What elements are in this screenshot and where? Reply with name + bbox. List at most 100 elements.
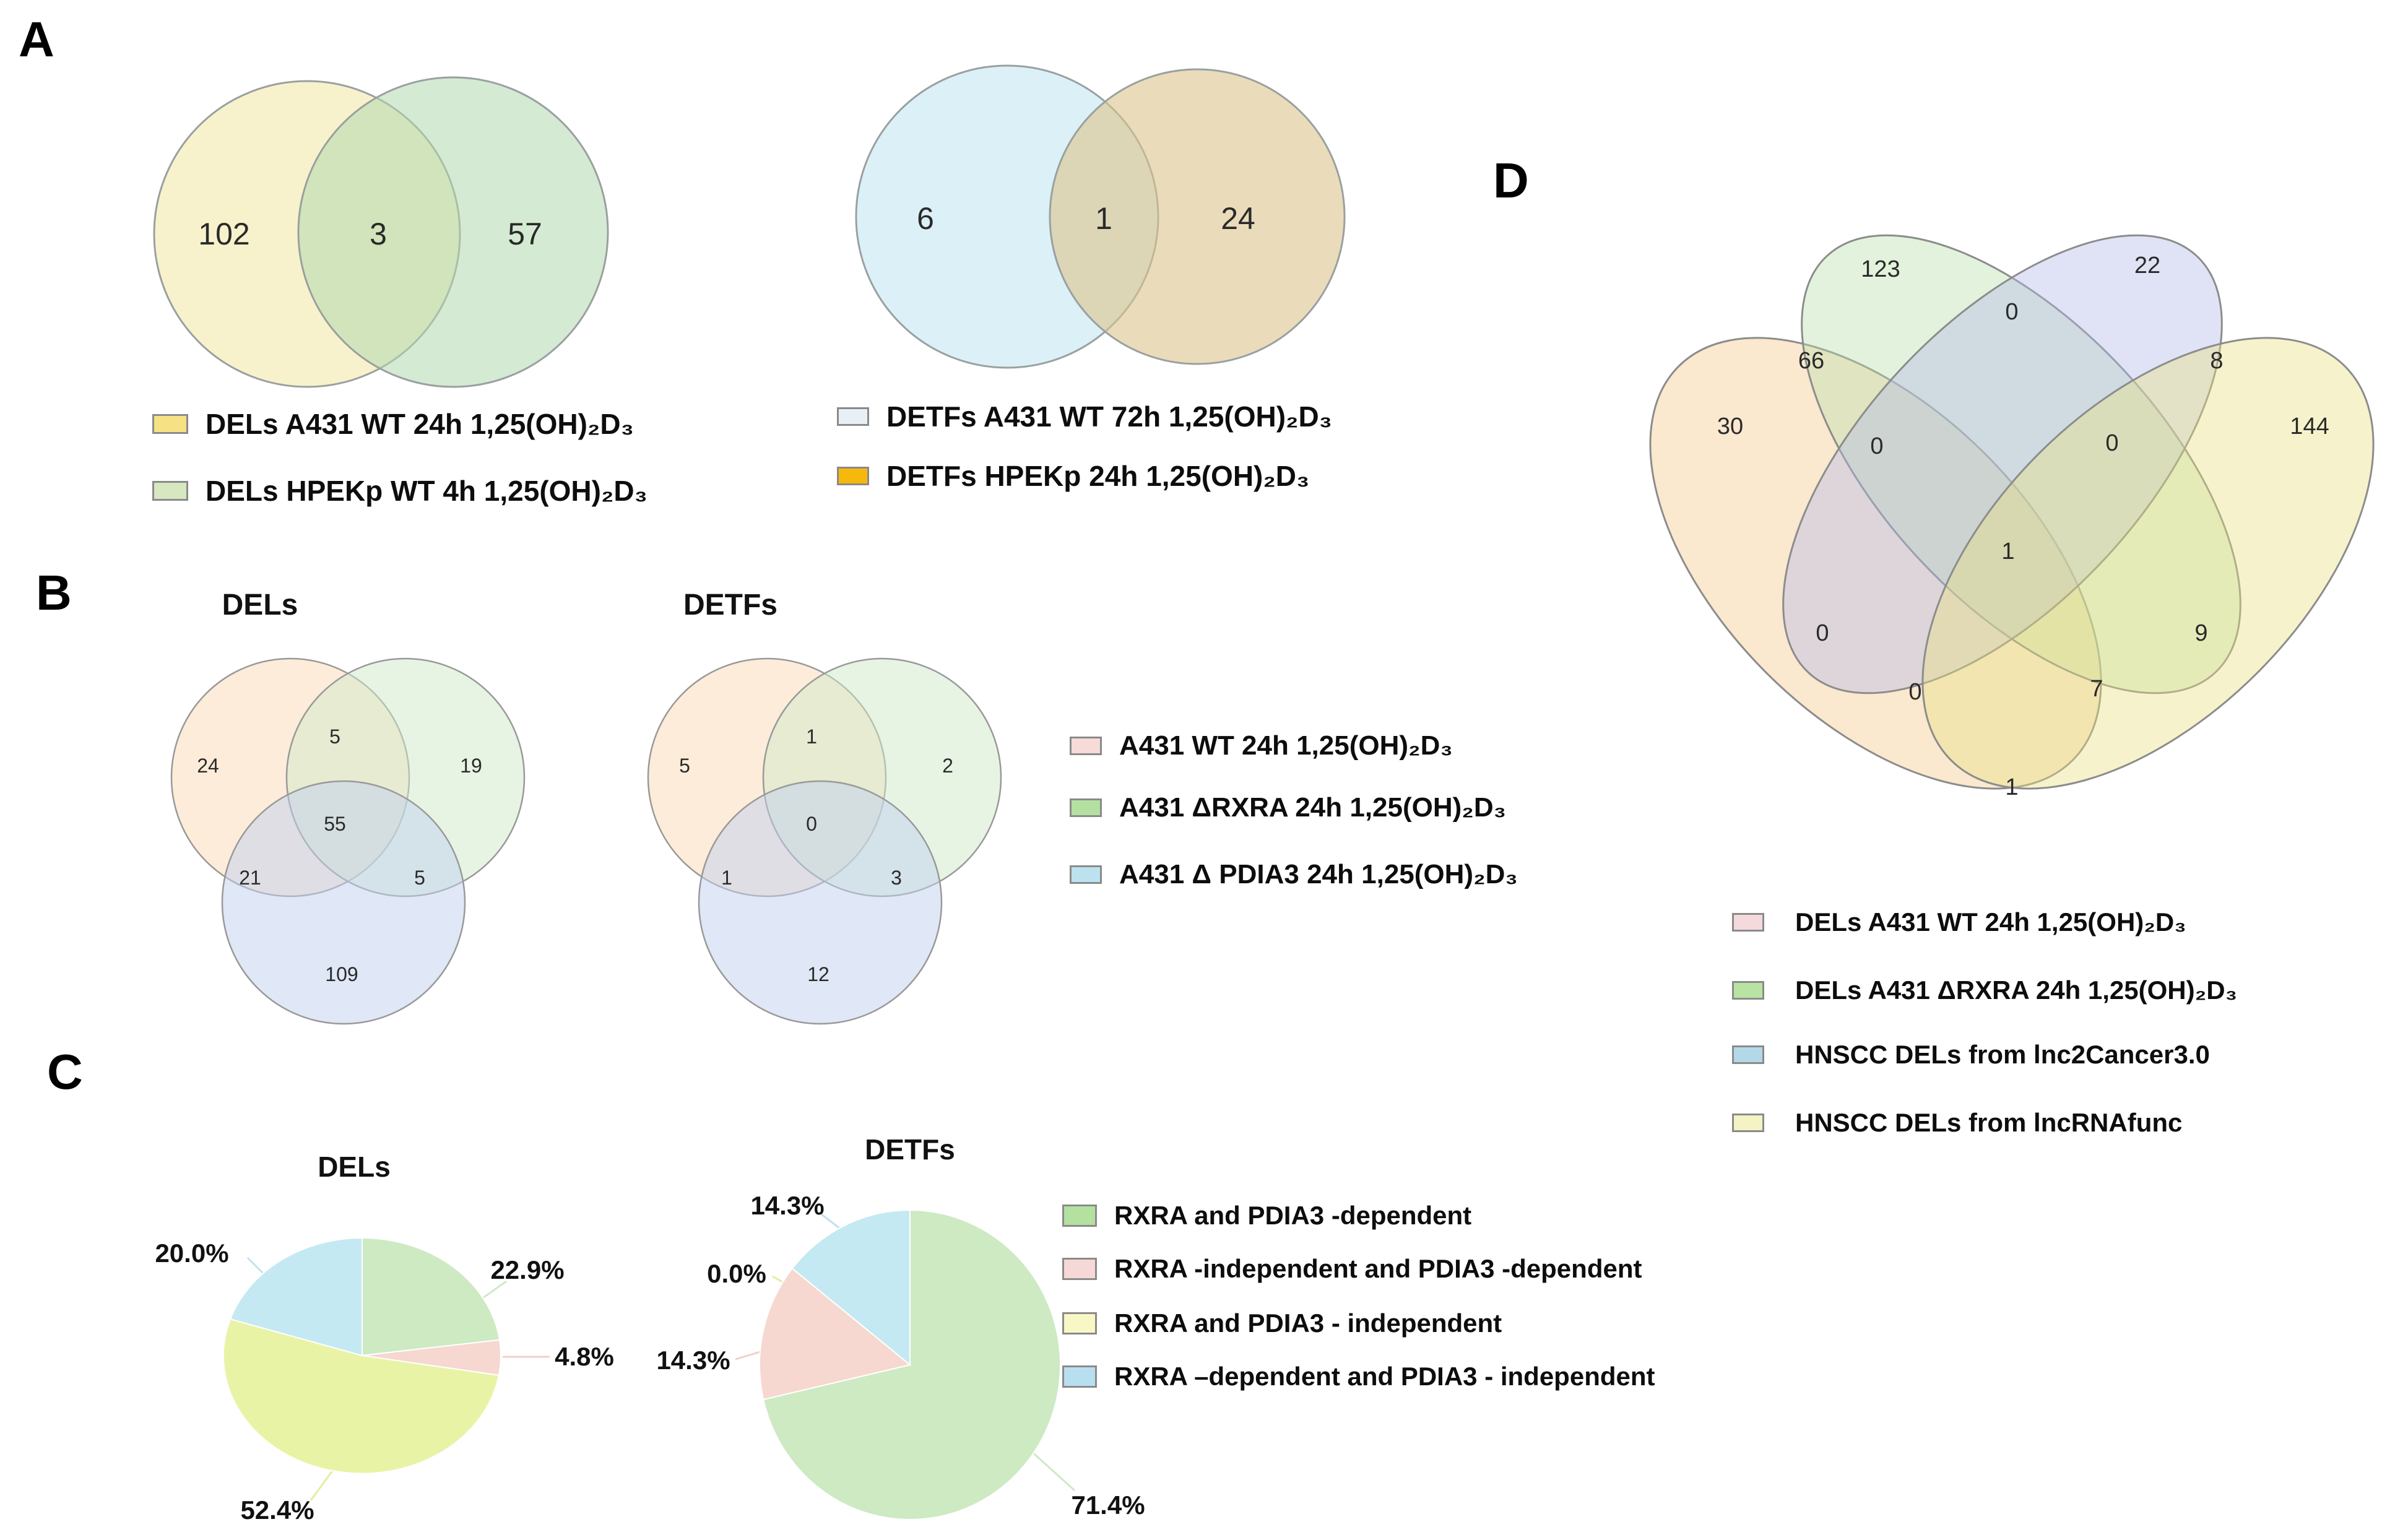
venn-value-ad: 1 xyxy=(2005,774,2018,800)
venn-ellipse-lncrnafunc xyxy=(1921,337,2375,790)
venn-a-detfs: 6 1 24 xyxy=(855,64,1346,369)
legend-c-row4: RXRA –dependent and PDIA3 - independent xyxy=(1062,1362,1655,1391)
pie-slice xyxy=(362,1237,501,1357)
venn-value-ac: 0 xyxy=(1816,620,1829,646)
venn-circle-detfs-hpekp xyxy=(1049,68,1346,365)
pie-detfs-label-green: 71.4% xyxy=(1071,1490,1145,1520)
venn-value-overlap: 3 xyxy=(370,217,387,251)
pie-dels-label-blue: 20.0% xyxy=(155,1239,229,1268)
venn-value-ab: 66 xyxy=(1798,348,1824,374)
venn-b-dels-title: DELs xyxy=(222,589,298,621)
legend-label: RXRA and PDIA3 -dependent xyxy=(1114,1201,1472,1230)
venn-value-bc: 3 xyxy=(891,867,902,889)
legend-swatch xyxy=(1732,913,1764,932)
venn-value-ac: 1 xyxy=(721,867,732,889)
venn-b-dels: 24 5 19 55 21 5 109 xyxy=(170,657,526,1025)
legend-swatch xyxy=(1062,1365,1097,1388)
legend-b-row2: A431 ΔRXRA 24h 1,25(OH)₂D₃ xyxy=(1070,792,1506,823)
venn-value-overlap: 1 xyxy=(1095,201,1112,236)
legend-label: A431 ΔRXRA 24h 1,25(OH)₂D₃ xyxy=(1119,792,1506,823)
legend-swatch xyxy=(1732,981,1764,1000)
venn-value-ab: 5 xyxy=(329,725,340,748)
pie-detfs-title: DETFs xyxy=(865,1133,955,1166)
panel-d-label: D xyxy=(1493,153,1529,208)
legend-label: DETFs HPEKp 24h 1,25(OH)₂D₃ xyxy=(886,460,1310,492)
venn-value-c: 12 xyxy=(807,963,829,985)
venn-value-right: 24 xyxy=(1221,201,1255,236)
legend-swatch xyxy=(1070,865,1102,884)
legend-a2-row2: DETFs HPEKp 24h 1,25(OH)₂D₃ xyxy=(837,459,1309,493)
legend-swatch xyxy=(837,467,869,485)
venn-d: 123 22 0 66 8 30 144 0 0 1 0 9 0 7 1 xyxy=(1649,234,2375,800)
venn-value-ab: 1 xyxy=(806,725,817,748)
legend-swatch xyxy=(1062,1205,1097,1227)
pie-detfs-label-yellow: 0.0% xyxy=(707,1259,766,1288)
legend-label: HNSCC DELs from lnc2Cancer3.0 xyxy=(1795,1040,2210,1069)
venn-value-bcd: 0 xyxy=(2105,430,2118,456)
legend-d-row3: HNSCC DELs from lnc2Cancer3.0 xyxy=(1732,1040,2210,1070)
venn-a-dels: 102 3 57 xyxy=(153,76,609,388)
pie-slice xyxy=(791,1209,911,1367)
venn-value-right: 57 xyxy=(508,217,542,251)
legend-label: DELs A431 ΔRXRA 24h 1,25(OH)₂D₃ xyxy=(1795,975,2238,1005)
legend-swatch xyxy=(1732,1045,1764,1064)
legend-label: A431 WT 24h 1,25(OH)₂D₃ xyxy=(1119,730,1453,761)
legend-swatch xyxy=(1070,798,1102,817)
venn-value-b-only: 123 xyxy=(1861,256,1900,282)
venn-value-d-only: 144 xyxy=(2290,413,2329,439)
venn-value-abc: 0 xyxy=(806,813,817,835)
venn-value-abc: 0 xyxy=(1870,433,1883,459)
venn-ellipse-wt xyxy=(1649,337,2102,790)
legend-label: RXRA and PDIA3 - independent xyxy=(1114,1309,1502,1338)
pie-slice xyxy=(763,1209,1061,1520)
venn-value-a-only: 30 xyxy=(1717,413,1743,439)
venn-value-left: 102 xyxy=(198,217,249,251)
pie-dels-label-yellow: 52.4% xyxy=(240,1495,314,1525)
legend-a2-row1: DETFs A431 WT 72h 1,25(OH)₂D₃ xyxy=(837,400,1332,433)
pie-slice xyxy=(229,1237,363,1357)
legend-a1-row1: DELs A431 WT 24h 1,25(OH)₂D₃ xyxy=(152,407,634,441)
panel-c-label: C xyxy=(47,1044,83,1099)
legend-swatch xyxy=(1062,1258,1097,1280)
pie-dels-title: DELs xyxy=(318,1151,391,1183)
venn-value-cd: 8 xyxy=(2210,348,2223,374)
panel-a-label: A xyxy=(19,12,54,67)
venn-ellipse-lnc2cancer xyxy=(1782,234,2223,694)
legend-label: DELs HPEKp WT 4h 1,25(OH)₂D₃ xyxy=(206,475,647,507)
pie-dels xyxy=(222,1237,501,1474)
pie-slice xyxy=(759,1267,912,1401)
venn-value-a: 5 xyxy=(679,755,690,777)
legend-label: RXRA -independent and PDIA3 -dependent xyxy=(1114,1254,1642,1283)
venn-value-abd: 7 xyxy=(2090,676,2103,702)
pie-dels-label-green: 22.9% xyxy=(490,1255,565,1284)
venn-b-detfs: 5 1 2 0 1 3 12 xyxy=(647,657,1002,1025)
pie-dels-label-pink: 4.8% xyxy=(555,1342,614,1371)
pie-detfs-label-blue: 14.3% xyxy=(750,1191,825,1220)
legend-swatch xyxy=(152,414,188,434)
venn-circle-dels-hpekp xyxy=(297,76,609,388)
legend-c-row3: RXRA and PDIA3 - independent xyxy=(1062,1309,1502,1338)
legend-swatch xyxy=(837,407,869,426)
venn-value-c: 109 xyxy=(325,963,358,985)
legend-label: DELs A431 WT 24h 1,25(OH)₂D₃ xyxy=(1795,907,2186,937)
venn-value-bc: 0 xyxy=(2005,299,2018,325)
venn-value-acd: 0 xyxy=(1908,679,1921,705)
venn-value-c-only: 22 xyxy=(2134,253,2160,279)
legend-label: RXRA –dependent and PDIA3 - independent xyxy=(1114,1362,1655,1391)
legend-swatch xyxy=(1732,1114,1764,1132)
pie-detfs xyxy=(759,1209,1061,1520)
legend-d-row1: DELs A431 WT 24h 1,25(OH)₂D₃ xyxy=(1732,907,2186,937)
pie-detfs-label-pink: 14.3% xyxy=(656,1346,730,1375)
venn-b-detfs-title: DETFs xyxy=(683,589,777,621)
venn-circle-pdia3 xyxy=(698,780,943,1025)
legend-label: HNSCC DELs from lncRNAfunc xyxy=(1795,1108,2183,1137)
venn-value-left: 6 xyxy=(917,201,934,236)
venn-value-b: 2 xyxy=(942,755,953,777)
legend-swatch xyxy=(1070,737,1102,755)
pie-slice xyxy=(222,1318,500,1474)
venn-value-bc: 5 xyxy=(414,867,425,889)
venn-circle-pdia3 xyxy=(221,780,466,1025)
legend-a1-row2: DELs HPEKp WT 4h 1,25(OH)₂D₃ xyxy=(152,474,647,508)
venn-value-a: 24 xyxy=(197,755,219,777)
